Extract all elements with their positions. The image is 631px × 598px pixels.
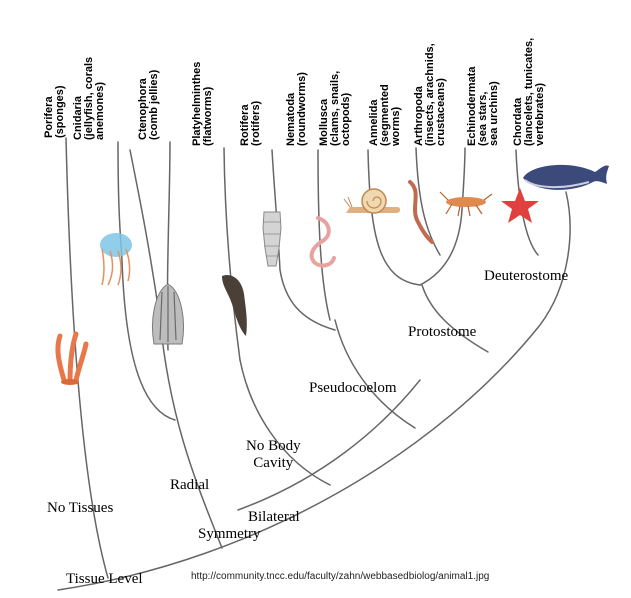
taxon-label-rotifera: Rotifera(rotifers) bbox=[239, 100, 262, 146]
branch-bilateria bbox=[237, 379, 421, 511]
branch-annelid-arthro bbox=[419, 209, 463, 286]
taxon-label-arthropoda: Arthropoda(insects, arachnids,crustacean… bbox=[413, 43, 447, 146]
sponge-icon bbox=[55, 331, 89, 385]
arthropod-icon bbox=[439, 191, 493, 217]
snail-icon bbox=[343, 188, 401, 214]
flatworm-icon bbox=[222, 274, 247, 336]
branch-trunk bbox=[57, 191, 571, 591]
clade-label-radial: Radial bbox=[170, 477, 210, 493]
clade-label-protostome: Protostome bbox=[408, 324, 477, 340]
roundworm-icon bbox=[309, 216, 336, 268]
clade-label-tissue-level: Tissue Level bbox=[66, 571, 143, 587]
comb-jelly-icon bbox=[152, 283, 184, 345]
branch-nematoda bbox=[317, 149, 331, 321]
source-url-caption: http://community.tncc.edu/faculty/zahn/w… bbox=[191, 571, 490, 582]
taxon-label-ctenophora: Ctenophora(comb jellies) bbox=[137, 69, 160, 140]
clade-label-pseudocoelom: Pseudocoelom bbox=[309, 380, 397, 396]
whale-icon bbox=[523, 164, 609, 190]
tree-branches bbox=[57, 137, 571, 591]
branch-pseudo-rot bbox=[271, 149, 336, 331]
taxon-label-porifera: Porifera(sponges) bbox=[43, 85, 66, 138]
sea-star-icon bbox=[501, 188, 539, 223]
branch-cnidaria bbox=[117, 141, 176, 421]
taxon-label-echinodermata: Echinodermata(sea stars,sea urchins) bbox=[466, 66, 500, 146]
clade-label-no-tissues: No Tissues bbox=[47, 500, 114, 516]
rotifer-icon bbox=[262, 211, 282, 267]
taxon-label-nematoda: Nematoda(roundworms) bbox=[285, 72, 308, 146]
taxon-label-mollusca: Mollusca(clams, snails,octopods) bbox=[318, 70, 352, 146]
branch-platyhelminthes bbox=[223, 147, 241, 361]
branch-protostome bbox=[421, 284, 489, 353]
annelid-icon bbox=[408, 180, 434, 244]
branch-mollusca bbox=[367, 149, 421, 286]
clade-label-deuterostome: Deuterostome bbox=[484, 268, 569, 284]
taxon-label-chordata: Chordata(lancelets, tunicates,vertebrate… bbox=[512, 37, 546, 146]
branch-coelomate bbox=[334, 319, 416, 429]
branch-no-body-cavity bbox=[239, 359, 331, 486]
branch-annelida bbox=[415, 147, 441, 256]
taxon-label-platyhelminthes: Platyhelminthes(flatworms) bbox=[191, 61, 214, 146]
jellyfish-icon bbox=[100, 233, 132, 286]
